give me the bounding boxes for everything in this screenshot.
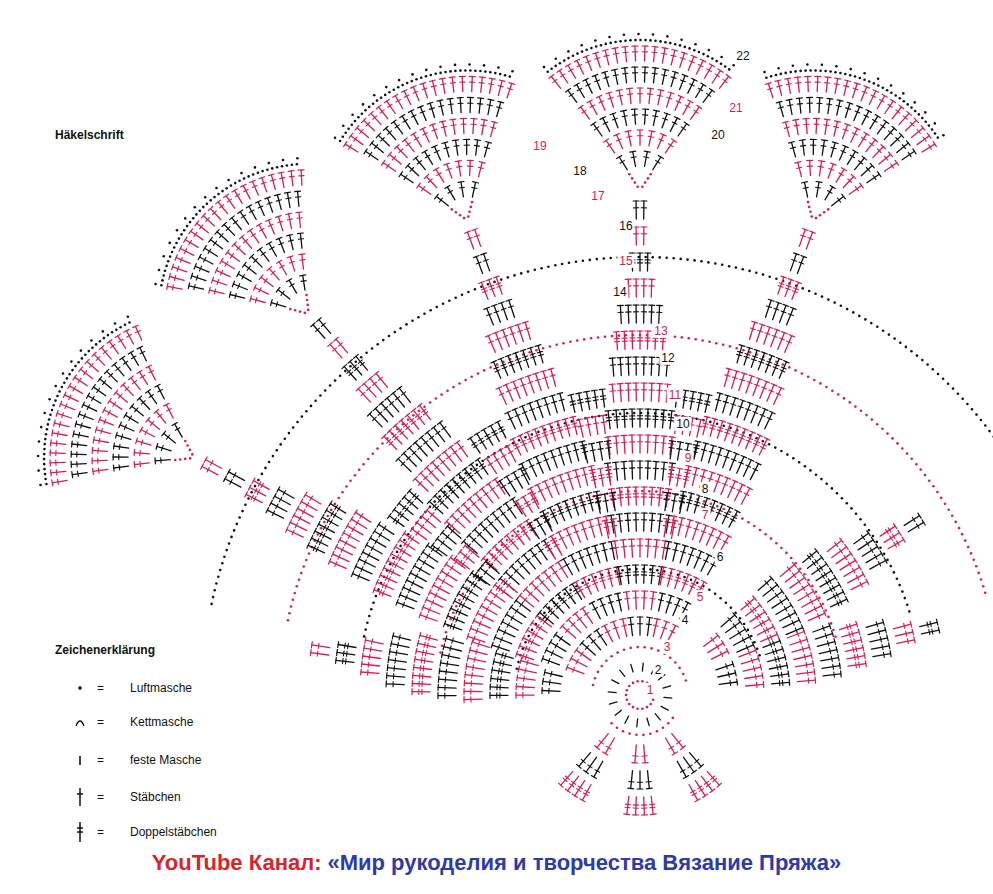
page: HäkelschriftYouTube Канал:«Мир рукоделия… [0,0,993,894]
